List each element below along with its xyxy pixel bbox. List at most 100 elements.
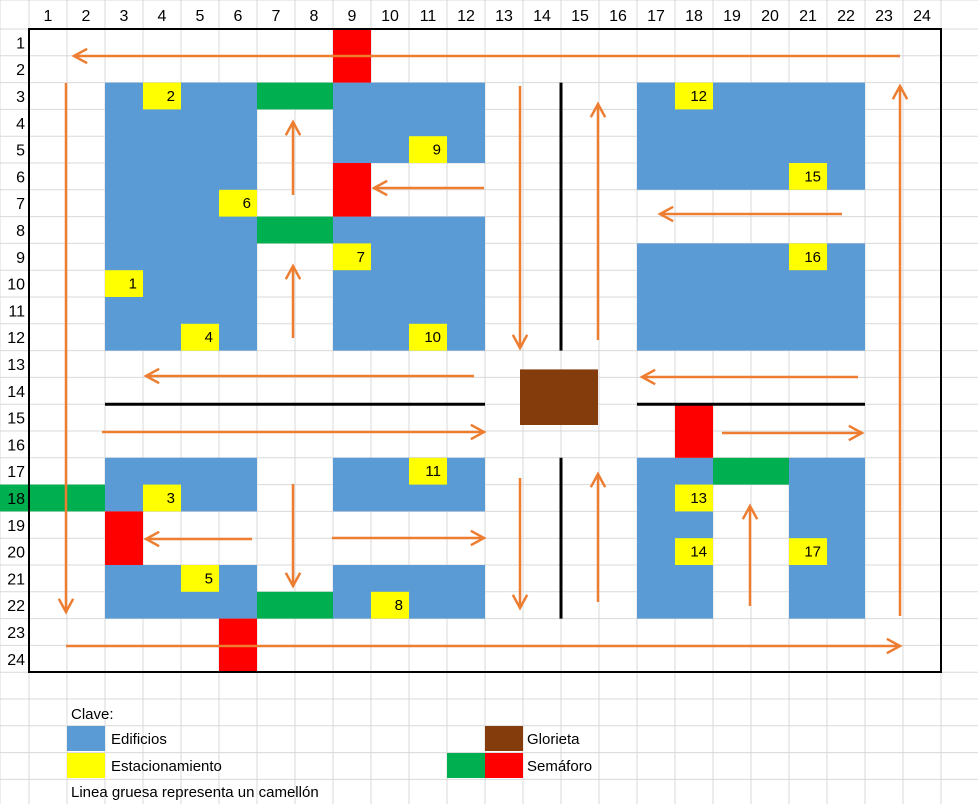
traffic-light-green (257, 591, 333, 619)
parking-spot-label: 13 (690, 490, 707, 507)
row-header: 21 (7, 571, 25, 588)
parking-spot: 9 (409, 136, 447, 163)
traffic-light-red (105, 511, 143, 565)
row-header: 15 (7, 411, 25, 428)
building-block (637, 243, 865, 351)
column-header: 14 (533, 8, 551, 25)
parking-spot: 5 (181, 565, 219, 592)
parking-spot-box (333, 243, 371, 271)
column-header: 15 (571, 8, 589, 25)
column-header: 21 (799, 8, 817, 25)
row-header: 22 (7, 598, 25, 615)
row-header: 1 (16, 35, 25, 52)
direction-arrow (71, 47, 900, 65)
parking-spot-box (789, 163, 827, 190)
legend-light-green-swatch (447, 753, 485, 778)
traffic-light-green (0, 484, 105, 512)
parking-spot-label: 14 (690, 544, 707, 561)
legend-traffic-light-label: Semáforo (527, 758, 593, 775)
direction-arrow (66, 637, 903, 655)
row-header: 7 (16, 196, 25, 213)
map-border (28, 28, 942, 673)
column-header: 18 (685, 8, 703, 25)
parking-spot-label: 5 (205, 570, 213, 587)
column-header: 23 (875, 8, 893, 25)
row-header: 8 (16, 223, 25, 240)
parking-spot-label: 16 (804, 249, 821, 266)
direction-arrow (284, 119, 302, 195)
traffic-light-green (713, 457, 789, 485)
parking-spot: 1 (105, 270, 143, 297)
parking-spot-label: 6 (243, 195, 251, 212)
parking-spot: 15 (789, 163, 827, 190)
parking-spot: 8 (371, 591, 409, 619)
direction-arrow (57, 83, 75, 615)
row-header: 3 (16, 89, 25, 106)
traffic-light-green (257, 216, 333, 244)
column-header: 24 (913, 8, 931, 25)
column-header: 11 (420, 8, 437, 25)
direction-arrow (284, 263, 302, 338)
parking-spot-label: 7 (357, 249, 365, 266)
parking-spot-box (675, 484, 713, 512)
parking-spot: 3 (143, 484, 181, 512)
parking-spot-box (675, 538, 713, 565)
building-block (789, 457, 865, 619)
direction-arrow (143, 367, 474, 385)
legend-parking-label: Estacionamiento (111, 758, 222, 775)
row-header: 4 (16, 116, 25, 133)
direction-arrow (639, 368, 858, 386)
parking-spot-label: 12 (690, 88, 707, 105)
row-header: 12 (7, 330, 25, 347)
parking-spot: 14 (675, 538, 713, 565)
parking-spot: 11 (409, 457, 447, 485)
parking-spot: 2 (143, 82, 181, 110)
roundabout (520, 369, 598, 425)
legend-buildings-label: Edificios (111, 731, 167, 748)
parking-spot-box (789, 538, 827, 565)
column-header: 13 (495, 8, 513, 25)
row-header: 9 (16, 250, 25, 267)
parking-spot-label: 10 (424, 329, 441, 346)
direction-arrow (371, 179, 484, 197)
direction-arrow (657, 205, 842, 223)
row-header: 17 (7, 464, 25, 481)
direction-arrow (102, 423, 487, 441)
medians (105, 82, 865, 619)
direction-arrow (741, 503, 759, 606)
legend-parking-swatch (67, 753, 105, 778)
direction-arrow (332, 529, 487, 547)
column-header: 12 (457, 8, 475, 25)
legend-median-note: Linea gruesa representa un camellón (71, 784, 319, 801)
traffic-light-red (333, 163, 371, 217)
parking-spot-box (409, 457, 447, 485)
parking-spot-label: 2 (167, 88, 175, 105)
parking-spot-label: 4 (205, 329, 213, 346)
parking-spot-box (143, 82, 181, 110)
parking-spot-label: 1 (129, 276, 137, 293)
direction-arrow (589, 101, 607, 340)
column-header: 16 (609, 8, 627, 25)
parking-spot: 4 (181, 323, 219, 351)
legend-title: Clave: (71, 706, 114, 723)
traffic-arrows (57, 47, 909, 655)
column-header: 4 (158, 8, 167, 25)
parking-spot-label: 11 (425, 463, 441, 480)
row-header: 6 (16, 169, 25, 186)
row-header: 14 (7, 384, 25, 401)
parking-spot-label: 15 (804, 168, 821, 185)
column-header: 20 (761, 8, 779, 25)
parking-spot-box (105, 270, 143, 297)
parking-spot-box (409, 323, 447, 351)
legend-light-red-swatch (485, 753, 523, 778)
row-header: 23 (7, 625, 25, 642)
parking-spot-box (675, 82, 713, 110)
building-block (637, 457, 713, 619)
column-header: 5 (196, 8, 205, 25)
row-header: 2 (16, 62, 25, 79)
row-header: 18 (7, 491, 25, 508)
column-header: 1 (44, 8, 53, 25)
